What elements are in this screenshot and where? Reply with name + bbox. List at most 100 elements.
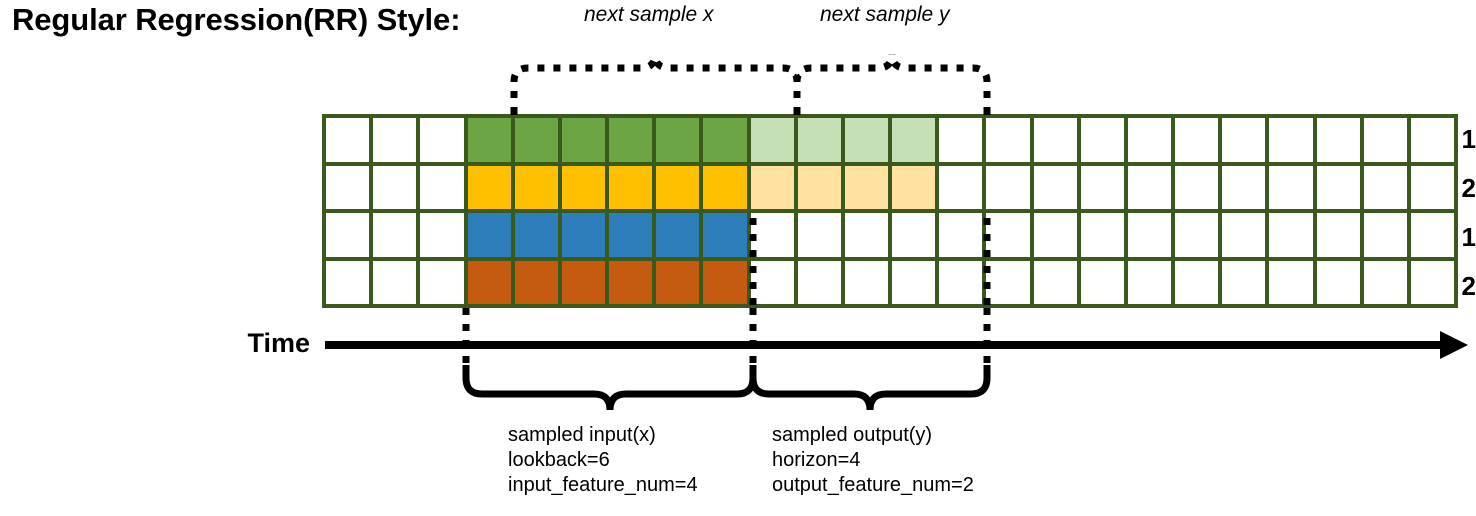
annotation-input-line-1: sampled input(x) [508, 424, 656, 446]
grid-cell-blank [844, 213, 889, 257]
grid-cell-blank [1316, 260, 1360, 304]
grid-cell-blank [1363, 118, 1407, 162]
grid-cell-lookback [467, 165, 511, 209]
grid-cell-blank [986, 213, 1030, 257]
grid-cell-blank [750, 260, 794, 304]
grid-row [326, 165, 1455, 209]
grid-cell-lookback [467, 260, 511, 304]
annotation-input-line-3: input_feature_num=4 [508, 474, 698, 496]
grid-cell-blank [1080, 165, 1124, 209]
grid-cell-horizon [797, 165, 841, 209]
time-axis-label: Time [247, 328, 310, 358]
grid-cell-blank [420, 260, 464, 304]
label-next-sample-y: next sample y [820, 3, 950, 26]
grid-cell-blank [750, 213, 794, 257]
grid-cell-blank [1222, 260, 1266, 304]
grid-cell-horizon [892, 165, 936, 209]
grid-cell-horizon [750, 118, 794, 162]
grid-cell-blank [1127, 118, 1172, 162]
grid-cell-blank [1033, 260, 1077, 304]
grid-cell-lookback [656, 260, 700, 304]
grid-cell-blank [1222, 165, 1266, 209]
grid-cell-blank [892, 260, 936, 304]
grid-cell-horizon [844, 165, 889, 209]
grid-cell-horizon [797, 118, 841, 162]
grid-cell-lookback [514, 213, 558, 257]
grid-cell-blank [1033, 118, 1077, 162]
grid-cell-lookback [656, 165, 700, 209]
grid-cell-blank [1269, 118, 1313, 162]
grid-cell-blank [1316, 165, 1360, 209]
dotted-brace-next-sample-x [510, 53, 801, 114]
grid-cell-blank [1316, 213, 1360, 257]
grid-row [326, 213, 1455, 257]
grid-cell-horizon [844, 118, 889, 162]
grid-cell-blank [1033, 165, 1077, 209]
grid-cell-blank [1269, 165, 1313, 209]
grid-cell-blank [1175, 165, 1219, 209]
grid-cell-lookback [561, 260, 606, 304]
grid-cell-lookback [514, 118, 558, 162]
brace-sampled-input [462, 365, 757, 411]
grid-cell-lookback [703, 165, 747, 209]
grid-cell-blank [420, 213, 464, 257]
grid-cell-blank [420, 165, 464, 209]
grid-cell-blank [1127, 165, 1172, 209]
grid-cell-lookback [609, 260, 653, 304]
grid-cell-lookback [514, 260, 558, 304]
annotation-sampled-output: sampled output(y) horizon=4 output_featu… [772, 423, 974, 498]
grid-cell-blank [939, 118, 983, 162]
grid-cell-blank [1363, 213, 1407, 257]
annotation-input-line-2: lookback=6 [508, 449, 610, 471]
page-title: Regular Regression(RR) Style: [12, 2, 461, 37]
grid-row [326, 118, 1455, 162]
grid-cell-lookback [609, 118, 653, 162]
grid-cell-lookback [656, 213, 700, 257]
grid-cell-blank [1033, 213, 1077, 257]
grid-cell-blank [1175, 213, 1219, 257]
grid-cell-blank [326, 118, 370, 162]
grid-cell-blank [1410, 260, 1455, 304]
grid-cell-blank [1316, 118, 1360, 162]
grid-cell-lookback [514, 165, 558, 209]
annotation-output-line-3: output_feature_num=2 [772, 474, 974, 496]
grid-cell-blank [1175, 118, 1219, 162]
brace-sampled-output [749, 365, 991, 411]
grid-cell-blank [1410, 118, 1455, 162]
grid-cell-blank [939, 213, 983, 257]
grid-cell-blank [1080, 260, 1124, 304]
grid-cell-lookback [609, 213, 653, 257]
grid-cell-lookback [703, 260, 747, 304]
grid-cell-horizon [892, 118, 936, 162]
grid-cell-blank [1127, 213, 1172, 257]
grid-row [326, 260, 1455, 304]
grid-cell-blank [326, 260, 370, 304]
grid-cell-blank [797, 260, 841, 304]
grid-cell-blank [1363, 165, 1407, 209]
grid-cell-blank [986, 165, 1030, 209]
grid-cell-blank [1410, 213, 1455, 257]
grid-cell-lookback [703, 213, 747, 257]
grid-cell-lookback [467, 118, 511, 162]
grid-cell-blank [797, 213, 841, 257]
right-arrow-icon [1440, 331, 1468, 359]
grid-cell-lookback [561, 213, 606, 257]
grid-cell-blank [420, 118, 464, 162]
grid-cell-blank [986, 260, 1030, 304]
grid-cell-blank [373, 118, 417, 162]
grid-cell-lookback [609, 165, 653, 209]
annotation-output-line-1: sampled output(y) [772, 424, 933, 446]
grid-cell-blank [844, 260, 889, 304]
grid-cell-blank [939, 260, 983, 304]
grid-cell-blank [1269, 260, 1313, 304]
annotation-sampled-input: sampled input(x) lookback=6 input_featur… [508, 423, 698, 498]
grid-cell-lookback [703, 118, 747, 162]
grid-cell-lookback [467, 213, 511, 257]
grid-cell-lookback [561, 165, 606, 209]
grid-cell-blank [939, 165, 983, 209]
grid-cell-blank [373, 213, 417, 257]
grid-cell-blank [1410, 165, 1455, 209]
grid-cell-blank [1127, 260, 1172, 304]
timeseries-grid [322, 114, 1458, 308]
